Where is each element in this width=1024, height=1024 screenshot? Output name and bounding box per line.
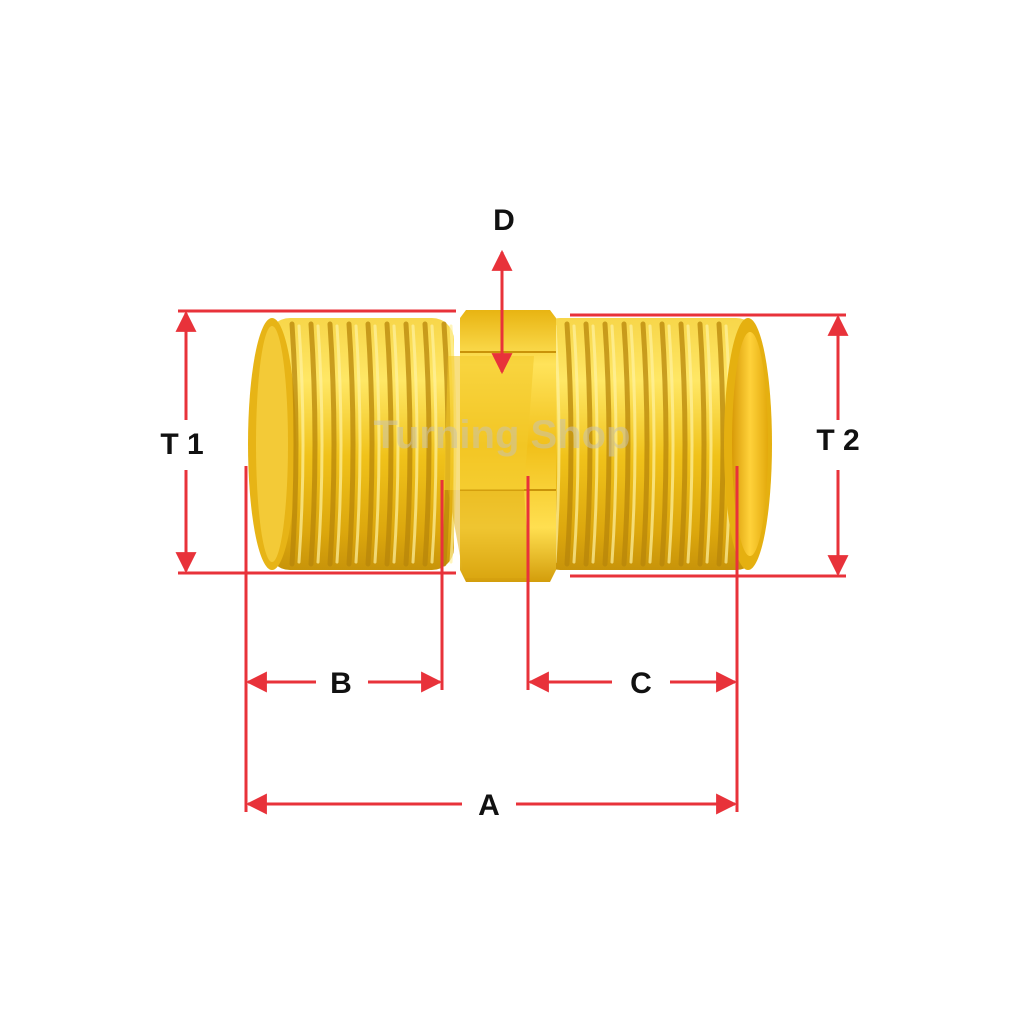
thread-highlight [648,324,656,564]
label-b: B [330,667,352,700]
thread-ridge [640,321,650,567]
thread-highlight [553,324,561,564]
thread-ridge [678,321,688,567]
thread-highlight [572,324,580,564]
label-a: A [478,789,500,822]
thread-highlight [373,324,381,564]
thread-ridge [422,321,432,567]
thread-highlight [705,324,713,564]
thread-ridge [583,321,593,567]
label-c: C [630,667,652,700]
thread-ridge [327,321,337,567]
thread-highlight [335,324,343,564]
thread-highlight [411,324,419,564]
thread-ridge [384,321,394,567]
thread-highlight [667,324,675,564]
thread-ridge [621,321,631,567]
brass-hex-nipple [248,310,772,582]
hex-body [444,310,556,582]
thread-highlight [686,324,694,564]
thread-ridge [403,321,413,567]
thread-ridge [289,321,299,567]
thread-ridge [697,321,707,567]
thread-ridge [602,321,612,567]
label-t2: T 2 [816,424,859,457]
bore-opening [732,332,768,556]
thread-highlight [591,324,599,564]
thread-highlight [297,324,305,564]
thread-ridge [365,321,375,567]
thread-highlight [430,324,438,564]
thread-ridge [564,321,574,567]
thread-highlight [316,324,324,564]
label-t1: T 1 [160,428,203,461]
watermark-text: Turning Shop [374,413,631,457]
thread-ridge [346,321,356,567]
label-d: D [493,204,515,237]
thread-highlight [392,324,400,564]
thread-ridge [308,321,318,567]
thread-highlight [629,324,637,564]
thread-highlight [610,324,618,564]
right-thread-section [538,318,772,570]
thread-highlight [354,324,362,564]
thread-ridge [716,321,726,567]
thread-ridge [659,321,669,567]
dimension-lines [175,249,849,815]
